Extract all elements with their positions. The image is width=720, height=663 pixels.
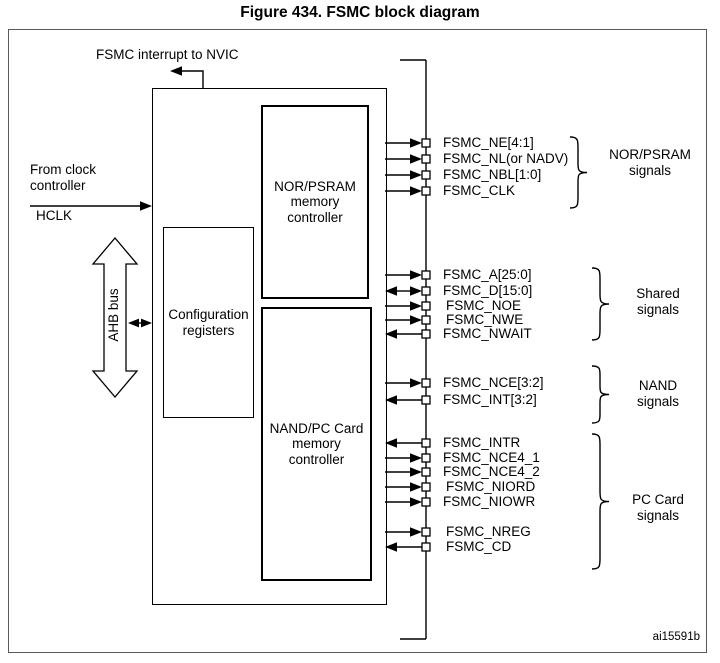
nor-psram-controller-block: NOR/PSRAM memory controller: [261, 105, 369, 299]
signal-label-fsmc-noe: FSMC_NOE: [446, 298, 522, 313]
from-clock-label: From clock controller: [30, 162, 97, 193]
signal-label-fsmc-nce4-2: FSMC_NCE4_2: [443, 464, 540, 479]
diagram-frame: [8, 29, 707, 653]
nor-psram-controller-label: NOR/PSRAM memory controller: [274, 178, 356, 225]
signal-label-fsmc-int: FSMC_INT[3:2]: [443, 392, 537, 407]
signal-label-fsmc-cd: FSMC_CD: [446, 539, 512, 554]
fsmc-main-block: [152, 88, 387, 605]
signal-label-fsmc-nce4-1: FSMC_NCE4_1: [443, 450, 540, 465]
configuration-registers-label: Configuration registers: [168, 307, 249, 338]
signal-label-fsmc-nl: FSMC_NL(or NADV): [443, 151, 569, 166]
configuration-registers-block: Configuration registers: [163, 227, 254, 418]
signal-label-fsmc-clk: FSMC_CLK: [443, 183, 516, 198]
group-label-shared: Shared signals: [636, 286, 680, 317]
signal-label-fsmc-niowr: FSMC_NIOWR: [443, 494, 536, 509]
nand-pccard-controller-label: NAND/PC Card memory controller: [269, 420, 364, 467]
figure-reference-code: ai15591b: [652, 631, 700, 643]
group-label-nand: NAND signals: [636, 378, 680, 409]
signal-label-fsmc-d: FSMC_D[15:0]: [443, 283, 533, 298]
figure-title: Figure 434. FSMC block diagram: [240, 4, 480, 21]
signal-label-fsmc-nce: FSMC_NCE[3:2]: [443, 375, 544, 390]
signal-label-fsmc-a: FSMC_A[25:0]: [443, 267, 532, 282]
hclk-label: HCLK: [36, 208, 73, 223]
group-label-pc-card: PC Card signals: [632, 492, 684, 523]
group-label-nor-psram: NOR/PSRAM signals: [609, 147, 691, 178]
signal-label-fsmc-ne: FSMC_NE[4:1]: [443, 135, 534, 150]
signal-label-fsmc-niord: FSMC_NIORD: [446, 479, 536, 494]
signal-label-fsmc-nwait: FSMC_NWAIT: [443, 326, 532, 341]
interrupt-label: FSMC interrupt to NVIC: [96, 47, 239, 62]
signal-label-fsmc-intr: FSMC_INTR: [443, 435, 521, 450]
signal-label-fsmc-nbl: FSMC_NBL[1:0]: [443, 167, 542, 182]
ahb-bus-label: AHB bus: [106, 288, 121, 342]
signal-label-fsmc-nwe: FSMC_NWE: [446, 312, 524, 327]
signal-label-fsmc-nreg: FSMC_NREG: [446, 524, 531, 539]
nand-pccard-controller-block: NAND/PC Card memory controller: [261, 307, 372, 581]
